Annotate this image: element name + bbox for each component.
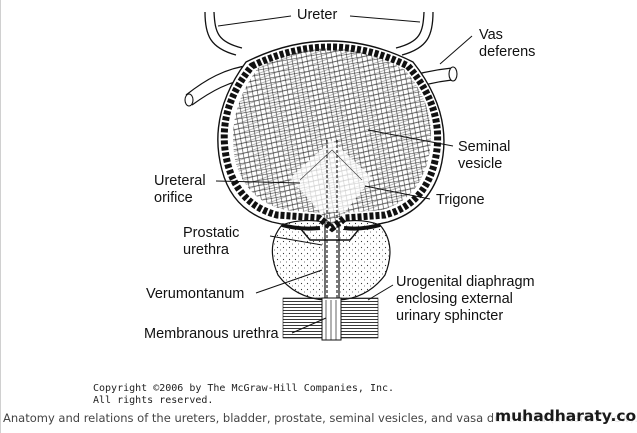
label-prostatic-urethra: Prostatic urethra — [183, 225, 240, 258]
prostate — [271, 219, 391, 301]
left-ureter — [204, 11, 243, 56]
urogenital-diaphragm — [282, 297, 379, 341]
label-seminal-vesicle: Seminal vesicle — [458, 139, 511, 172]
label-urogenital-diaphragm: Urogenital diaphragm enclosing external … — [396, 274, 535, 324]
label-trigone: Trigone — [436, 192, 485, 208]
label-verumontanum: Verumontanum — [146, 286, 245, 302]
left-border — [0, 0, 1, 433]
site-watermark: muhadharaty.com — [493, 407, 637, 425]
right-ureter — [395, 11, 434, 56]
bladder-lumen — [233, 48, 432, 225]
copyright-notice: Copyright ©2006 by The McGraw-Hill Compa… — [93, 383, 395, 406]
label-ureteral-orifice: Ureteral orifice — [154, 173, 206, 206]
label-vas-deferens: Vas deferens — [479, 27, 536, 60]
detrusor-muscle-band — [220, 43, 442, 233]
figure-caption: Anatomy and relations of the ureters, bl… — [3, 411, 637, 425]
label-membranous-urethra: Membranous urethra — [144, 326, 279, 342]
label-ureter: Ureter — [297, 7, 338, 23]
leader-lines — [215, 15, 473, 334]
